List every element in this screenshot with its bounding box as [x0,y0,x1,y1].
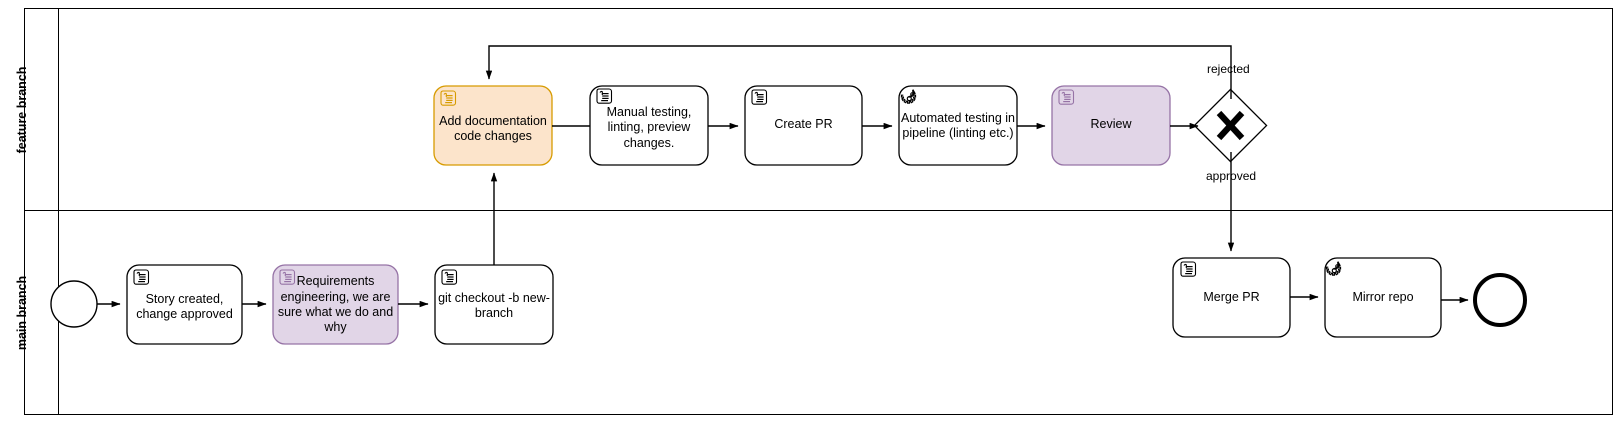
manual-task-icon [1180,261,1197,277]
service-task-icon [900,89,917,104]
pool-container [24,8,1613,415]
manual-task-icon [596,88,613,104]
flow-label-rejected: rejected [1207,62,1250,76]
flow-gateway-rejected-to-adddocs [485,45,1232,99]
gateway-x-icon [1216,110,1245,141]
task-merge-pr[interactable] [1172,257,1291,338]
task-automated-testing[interactable] [898,85,1018,166]
lane-label-main-branch: main branch [15,275,29,350]
start-event-hit[interactable] [51,281,97,327]
manual-task-icon [133,269,150,285]
end-event-hit[interactable] [1475,275,1525,325]
task-mirror-repo[interactable] [1324,257,1442,338]
manual-task-icon [441,269,458,285]
task-requirements-engineering[interactable] [272,264,399,345]
lane-label-feature-branch: feature branch [15,66,29,153]
service-task-icon [1325,261,1342,276]
manual-task-icon [279,269,296,285]
task-add-documentation[interactable] [433,85,553,166]
task-manual-testing[interactable] [589,85,709,166]
task-git-checkout[interactable] [434,264,554,345]
task-review[interactable] [1051,85,1171,166]
end-event[interactable] [1473,273,1527,327]
manual-task-icon [440,90,457,106]
task-create-pr[interactable] [744,85,863,166]
manual-task-icon [751,89,768,105]
flow-label-approved: approved [1206,169,1257,183]
gateway-hit[interactable] [1195,90,1266,161]
task-story-created[interactable] [126,264,243,345]
manual-task-icon [1058,89,1075,105]
exclusive-gateway-review-outcome[interactable] [1193,88,1268,163]
